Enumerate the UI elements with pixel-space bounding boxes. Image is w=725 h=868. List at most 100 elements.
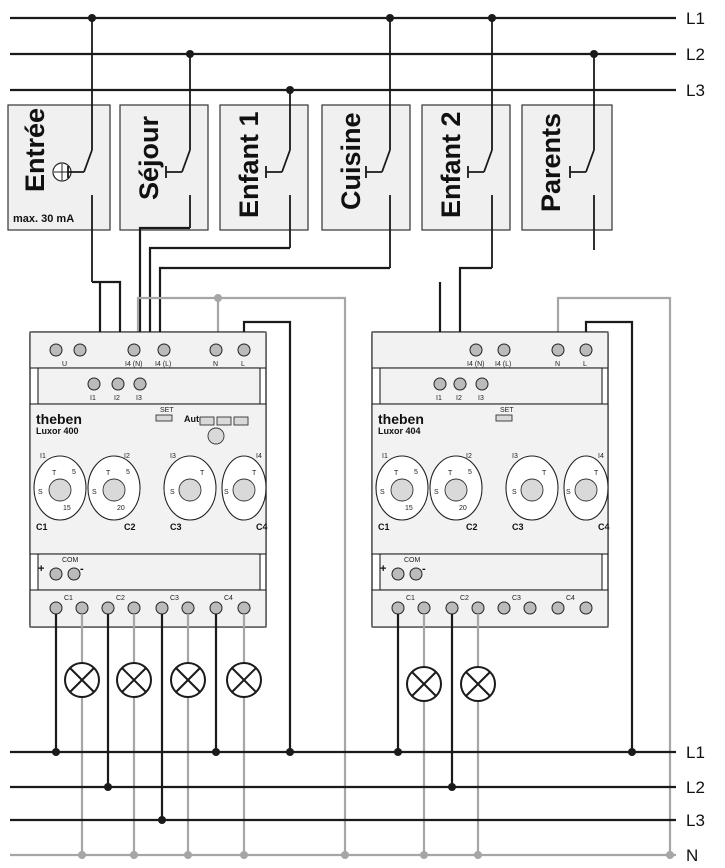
device2-out-c3: C3 bbox=[512, 595, 521, 602]
device2-dial-v3: 5 bbox=[468, 469, 472, 476]
room-box-enfant1 bbox=[219, 104, 309, 231]
device2-dial-2[interactable] bbox=[444, 478, 468, 502]
device1-mode-button-3[interactable] bbox=[233, 416, 249, 426]
room-label-cuisine: Cuisine bbox=[336, 112, 366, 210]
device1-out-c4: C4 bbox=[224, 595, 233, 602]
device-luxor-400: U I4 (N) I4 (L) N L I1 I2 I3 theben Luxo… bbox=[29, 331, 268, 628]
device2-dial-v4: 20 bbox=[459, 505, 467, 512]
device2-dial-t4: T bbox=[594, 470, 599, 477]
device1-out-c2: C2 bbox=[116, 595, 125, 602]
bottom-line-label-l2: L2 bbox=[686, 778, 705, 797]
lamp-icon bbox=[406, 666, 442, 702]
device1-ch-input-i4: I4 bbox=[256, 453, 262, 460]
device1-terminal-i4l: I4 (L) bbox=[155, 361, 171, 368]
top-line-label-l1: L1 bbox=[686, 9, 705, 28]
device1-dial-1[interactable] bbox=[48, 478, 72, 502]
device2-com-label: COM bbox=[404, 557, 421, 564]
device1-top-terminals bbox=[49, 343, 251, 391]
device1-auto-label: Auto bbox=[184, 414, 205, 424]
device2-dial-t2: T bbox=[448, 470, 453, 477]
top-supply-lines: L1 L2 L3 bbox=[10, 9, 705, 100]
bottom-line-label-n: N bbox=[686, 846, 698, 865]
device2-dial-s3: S bbox=[512, 489, 517, 496]
device2-channel-c1: C1 bbox=[378, 522, 390, 532]
room-label-parents: Parents bbox=[536, 113, 566, 212]
device2-top-terminals bbox=[433, 343, 593, 391]
device2-terminal-n: N bbox=[555, 361, 560, 368]
device2-dial-1[interactable] bbox=[390, 478, 414, 502]
room-label-enfant2: Enfant 2 bbox=[436, 111, 466, 218]
device1-dial-t1: T bbox=[52, 470, 57, 477]
device2-terminal-l: L bbox=[583, 361, 587, 368]
device1-brand: theben bbox=[36, 411, 82, 427]
room-box-enfant2 bbox=[421, 104, 511, 231]
bottom-line-label-l3: L3 bbox=[686, 811, 705, 830]
device2-ch-input-i2: I2 bbox=[466, 453, 472, 460]
device2-minus: - bbox=[422, 563, 426, 575]
device2-plus: + bbox=[380, 563, 386, 575]
device2-input-i2: I2 bbox=[456, 395, 462, 402]
device2-out-c4: C4 bbox=[566, 595, 575, 602]
top-line-label-l2: L2 bbox=[686, 45, 705, 64]
device2-terminal-i4l: I4 (L) bbox=[495, 361, 511, 368]
entree-current-note: max. 30 mA bbox=[13, 213, 74, 225]
device2-channel-c4: C4 bbox=[598, 522, 610, 532]
device1-dial-3[interactable] bbox=[178, 478, 202, 502]
lamp-icon bbox=[226, 662, 262, 698]
device2-ch-input-i3: I3 bbox=[512, 453, 518, 460]
device-luxor-404: I4 (N) I4 (L) N L I1 I2 I3 theben Luxor … bbox=[371, 331, 610, 628]
device2-channel-c2: C2 bbox=[466, 522, 478, 532]
device1-selector-knob[interactable] bbox=[207, 427, 225, 445]
device2-input-i1: I1 bbox=[436, 395, 442, 402]
device1-com-label: COM bbox=[62, 557, 79, 564]
device1-channel-c1: C1 bbox=[36, 522, 48, 532]
device1-dials bbox=[33, 455, 267, 521]
device1-dial-4[interactable] bbox=[232, 478, 256, 502]
device1-dial-s1: S bbox=[38, 489, 43, 496]
lamp-icon bbox=[64, 662, 100, 698]
device1-channel-c3: C3 bbox=[170, 522, 182, 532]
device1-auto-button[interactable] bbox=[199, 416, 215, 426]
device2-out-c2: C2 bbox=[460, 595, 469, 602]
device2-out-c1: C1 bbox=[406, 595, 415, 602]
device2-dial-3[interactable] bbox=[520, 478, 544, 502]
device2-model: Luxor 404 bbox=[378, 426, 421, 436]
device1-ch-input-i1: I1 bbox=[40, 453, 46, 460]
lamp-icon bbox=[460, 666, 496, 702]
device2-channel-c3: C3 bbox=[512, 522, 524, 532]
lamp-wiring bbox=[54, 614, 480, 852]
device2-dial-4[interactable] bbox=[574, 478, 598, 502]
device1-set-button[interactable] bbox=[155, 414, 173, 422]
device1-input-i1: I1 bbox=[90, 395, 96, 402]
device1-dial-2[interactable] bbox=[102, 478, 126, 502]
room-boxes: Entrée Séjour Enfant 1 Cuisine Enfant 2 … bbox=[7, 104, 613, 231]
room-label-sejour: Séjour bbox=[134, 115, 164, 200]
device1-channel-c4: C4 bbox=[256, 522, 268, 532]
device2-ch-input-i1: I1 bbox=[382, 453, 388, 460]
device2-output-terminals bbox=[391, 601, 593, 615]
lamp-icon bbox=[116, 662, 152, 698]
device1-channel-c2: C2 bbox=[124, 522, 136, 532]
device2-terminal-i4n: I4 (N) bbox=[467, 361, 485, 368]
room-label-enfant1: Enfant 1 bbox=[234, 111, 264, 218]
device1-terminal-l: L bbox=[241, 361, 245, 368]
room-label-entree: Entrée bbox=[20, 108, 50, 192]
device1-dial-t4: T bbox=[252, 470, 257, 477]
device1-input-i3: I3 bbox=[136, 395, 142, 402]
device2-dial-t1: T bbox=[394, 470, 399, 477]
device2-dial-v2: 15 bbox=[405, 505, 413, 512]
device2-dial-s4: S bbox=[566, 489, 571, 496]
device1-dial-s3: S bbox=[170, 489, 175, 496]
device2-dial-s1: S bbox=[380, 489, 385, 496]
device1-mode-button-2[interactable] bbox=[216, 416, 232, 426]
device2-set-button[interactable] bbox=[495, 414, 513, 422]
lamps bbox=[64, 662, 496, 702]
device2-brand: theben bbox=[378, 411, 424, 427]
device1-minus: - bbox=[80, 563, 84, 575]
device1-plus: + bbox=[38, 563, 44, 575]
device1-output-terminals bbox=[49, 601, 251, 615]
room-box-sejour bbox=[119, 104, 209, 231]
room-box-parents bbox=[521, 104, 613, 231]
bottom-supply-lines: L1 L2 L3 N bbox=[10, 743, 705, 865]
